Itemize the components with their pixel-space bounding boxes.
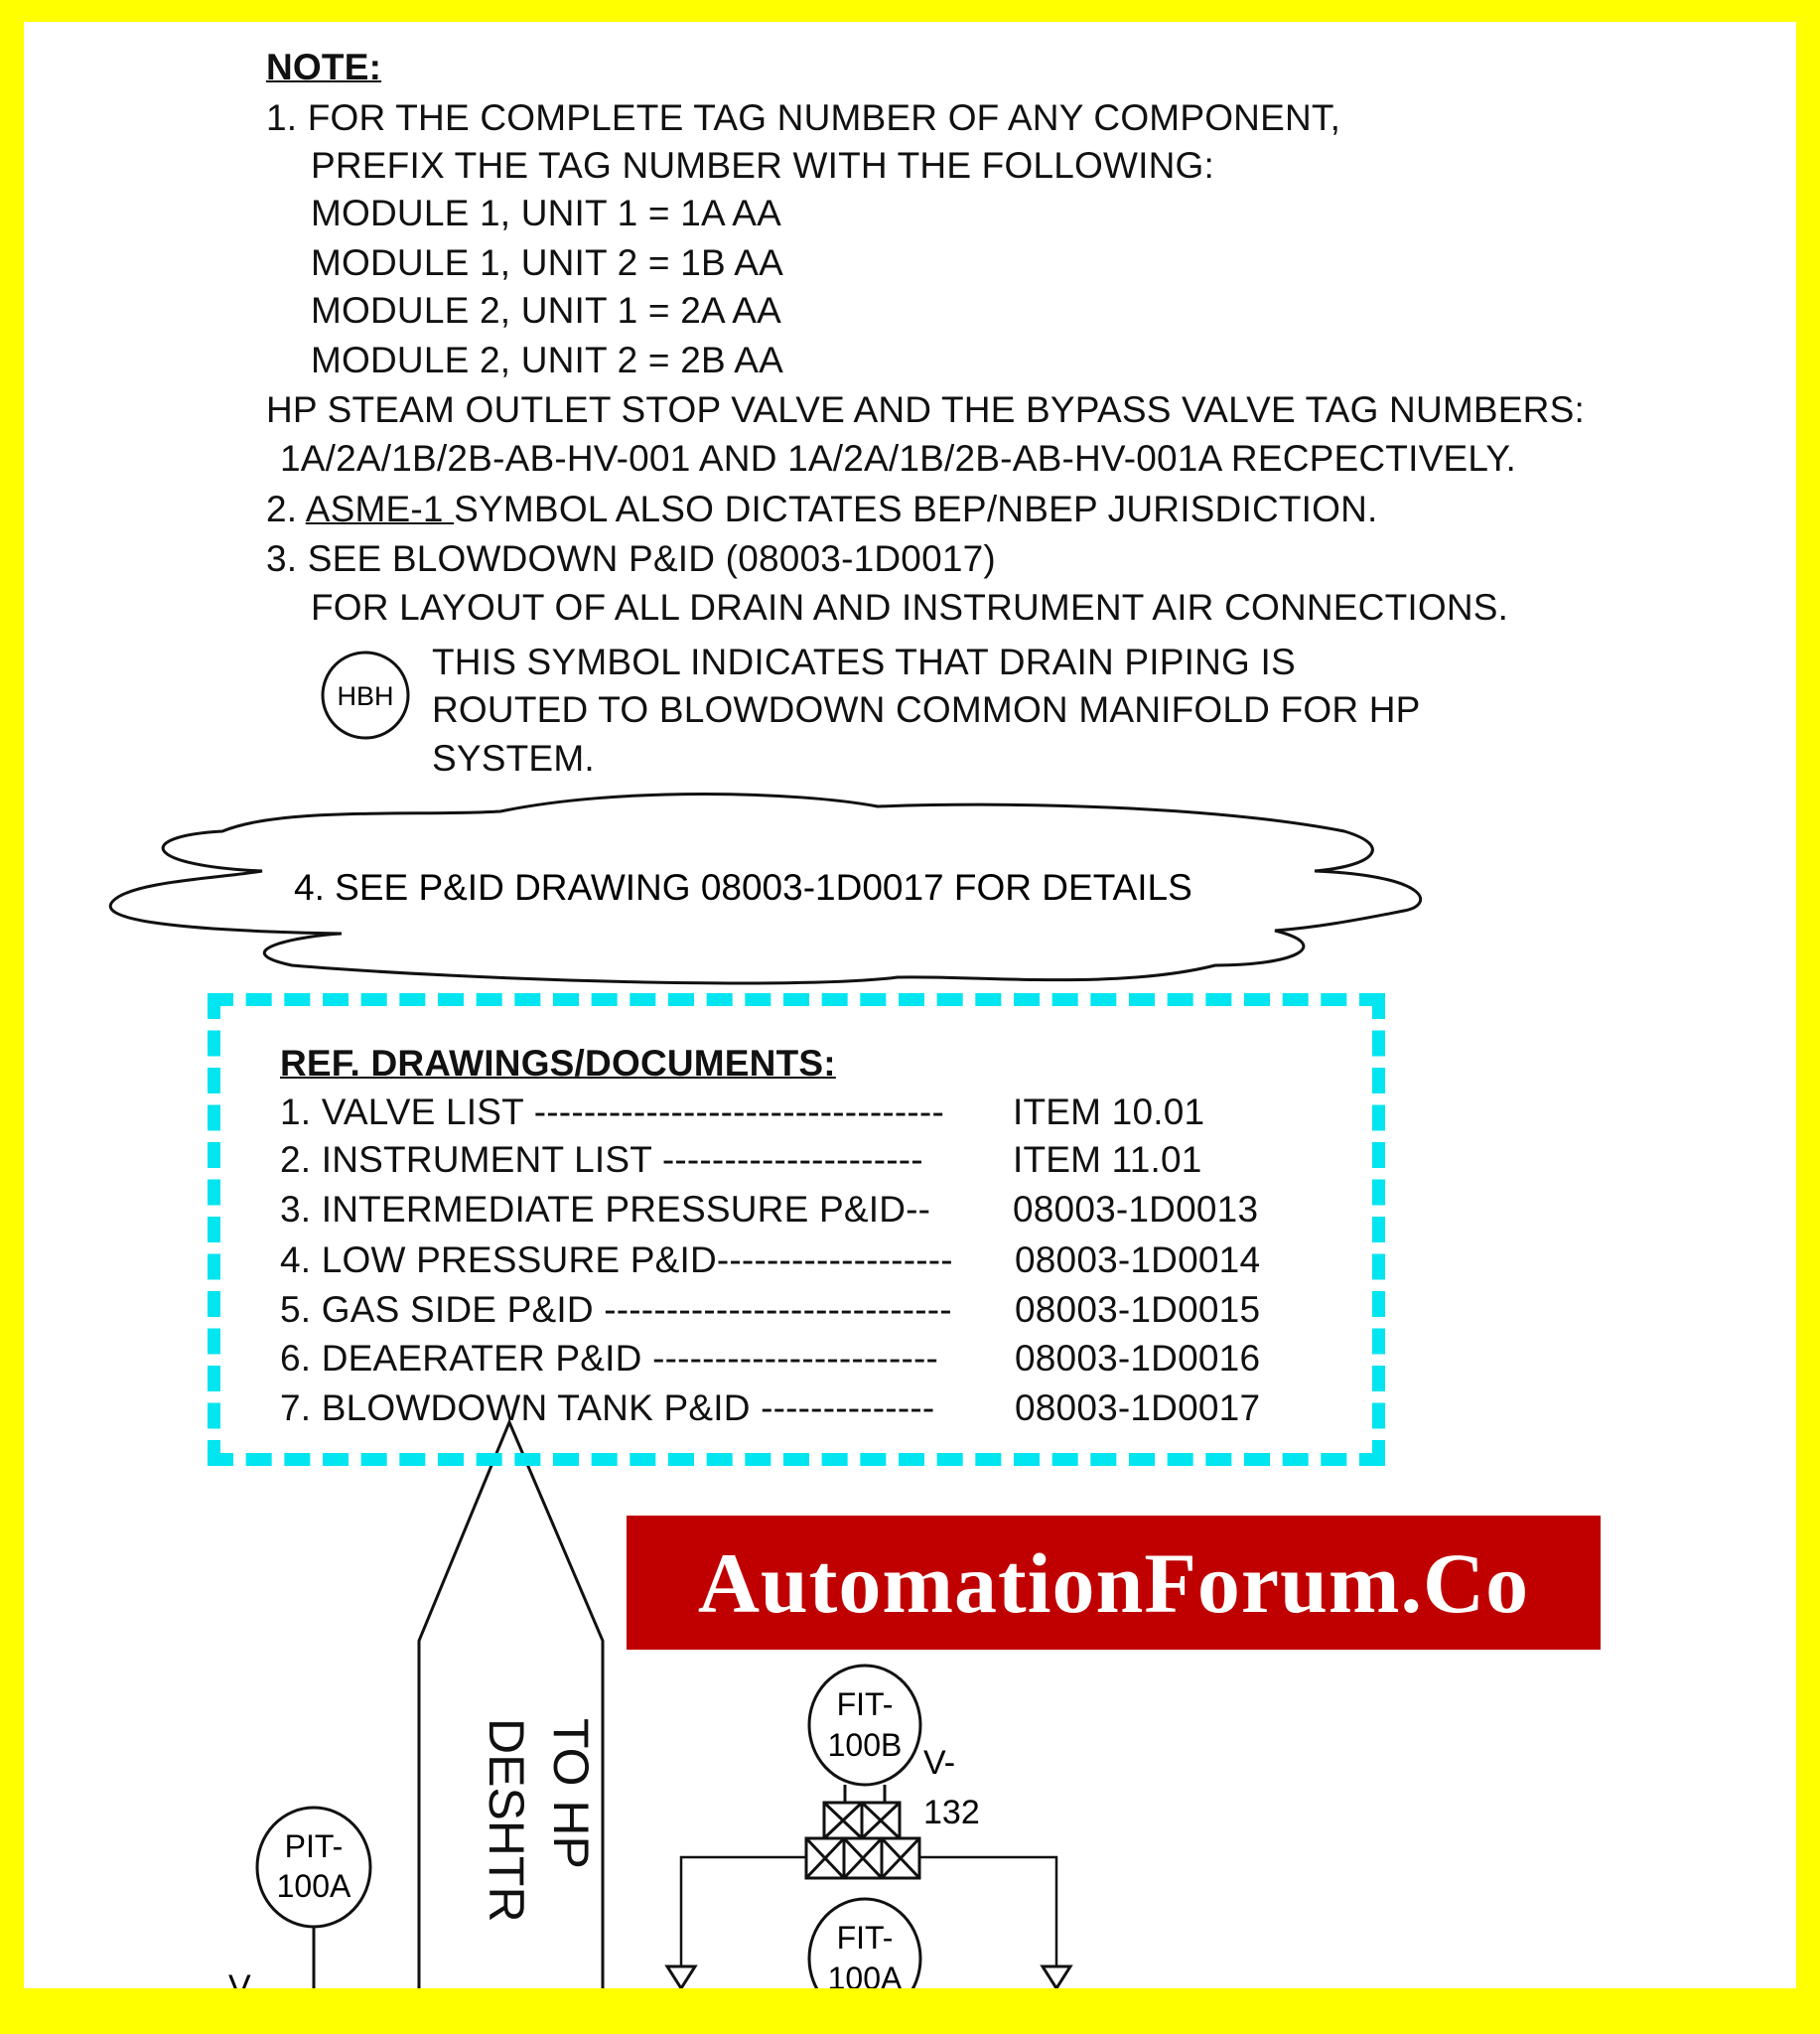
fit-b-tag-line-2: 100B: [828, 1727, 903, 1763]
ref-item-label: 4. LOW PRESSURE P&ID-------------------: [280, 1239, 953, 1280]
note-1-line-2: PREFIX THE TAG NUMBER WITH THE FOLLOWING…: [311, 145, 1214, 186]
notes-heading: NOTE:: [266, 47, 382, 87]
to-hp-deshtr-arrow: [417, 1418, 605, 1988]
ref-item-label: 2. INSTRUMENT LIST ---------------------: [280, 1139, 923, 1180]
prefix-2: MODULE 1, UNIT 2 = 1B AA: [311, 242, 784, 283]
note-2-number: 2.: [266, 489, 298, 529]
prefix-1: MODULE 1, UNIT 1 = 1A AA: [311, 193, 782, 233]
fit-100a-instrument: FIT- 100A: [807, 1897, 922, 1988]
watermark-banner: AutomationForum.Co: [627, 1516, 1601, 1650]
note-2: 2. ASME-1 SYMBOL ALSO DICTATES BEP/NBEP …: [266, 490, 1378, 529]
arrow-label-to-hp: TO HP: [543, 1718, 599, 1869]
valve-manifold-v-132: [664, 1801, 1073, 1988]
ref-item-value: 08003-1D0014: [1015, 1239, 1261, 1280]
hbh-text-3: SYSTEM.: [432, 738, 595, 779]
ref-item-label: 5. GAS SIDE P&ID -----------------------…: [280, 1289, 952, 1330]
asme-1-link: ASME-1: [305, 489, 455, 529]
ref-item-value: ITEM 11.01: [1013, 1139, 1202, 1180]
arrow-label-deshtr: DESHTR: [479, 1718, 534, 1923]
fit-100b-instrument: FIT- 100B: [807, 1664, 922, 1803]
fit-b-tag-line-1: FIT-: [837, 1686, 894, 1722]
revision-cloud: [108, 793, 1423, 985]
valve-tag-line-1: V-: [923, 1744, 955, 1782]
ref-item-label: 6. DEAERATER P&ID ----------------------…: [280, 1338, 939, 1379]
ref-drawings-box: [208, 993, 1385, 1466]
valve-label-v: V: [228, 1968, 251, 1988]
note-3-line-1: 3. SEE BLOWDOWN P&ID (08003-1D0017): [266, 538, 996, 579]
hbh-text-1: THIS SYMBOL INDICATES THAT DRAIN PIPING …: [432, 642, 1296, 682]
note-3-line-2: FOR LAYOUT OF ALL DRAIN AND INSTRUMENT A…: [311, 587, 1509, 628]
pit-tag-line-2: 100A: [277, 1868, 351, 1904]
ref-item-label: 7. BLOWDOWN TANK P&ID --------------: [280, 1387, 935, 1428]
ref-item-label: 1. VALVE LIST --------------------------…: [280, 1091, 944, 1132]
fit-a-tag-line-2: 100A: [828, 1961, 903, 1988]
note-2-text: SYMBOL ALSO DICTATES BEP/NBEP JURISDICTI…: [454, 489, 1378, 529]
drawing-sheet: NOTE: 1. FOR THE COMPLETE TAG NUMBER OF …: [24, 22, 1796, 1988]
ref-item-value: ITEM 10.01: [1013, 1091, 1205, 1132]
hbh-label: HBH: [337, 681, 393, 711]
hbh-symbol: HBH: [321, 651, 410, 740]
prefix-4: MODULE 2, UNIT 2 = 2B AA: [311, 340, 784, 380]
note-1-line-1: 1. FOR THE COMPLETE TAG NUMBER OF ANY CO…: [266, 97, 1341, 138]
ref-item-value: 08003-1D0016: [1015, 1338, 1261, 1379]
ref-item-value: 08003-1D0015: [1015, 1289, 1261, 1330]
drawing-graphics: HBH 4. SEE P&ID DRAWING 08003-1D0017 FOR…: [108, 651, 1423, 1988]
pit-tag-line-1: PIT-: [285, 1828, 344, 1864]
ref-item-value: 08003-1D0013: [1013, 1189, 1259, 1230]
ref-item-value: 08003-1D0017: [1015, 1387, 1261, 1428]
note-4-text: 4. SEE P&ID DRAWING 08003-1D0017 FOR DET…: [294, 867, 1192, 908]
ref-item-label: 3. INTERMEDIATE PRESSURE P&ID--: [280, 1189, 931, 1230]
pit-100a-instrument: PIT- 100A: [255, 1806, 372, 1988]
fit-a-tag-line-1: FIT-: [837, 1920, 894, 1956]
ref-title: REF. DRAWINGS/DOCUMENTS:: [280, 1043, 836, 1084]
valve-tag-line-2: 132: [923, 1794, 980, 1831]
hp-valve-line-1: HP STEAM OUTLET STOP VALVE AND THE BYPAS…: [266, 389, 1585, 430]
hbh-text-2: ROUTED TO BLOWDOWN COMMON MANIFOLD FOR H…: [432, 689, 1421, 730]
hp-valve-line-2: 1A/2A/1B/2B-AB-HV-001 AND 1A/2A/1B/2B-AB…: [280, 438, 1516, 479]
prefix-3: MODULE 2, UNIT 1 = 2A AA: [311, 290, 782, 331]
